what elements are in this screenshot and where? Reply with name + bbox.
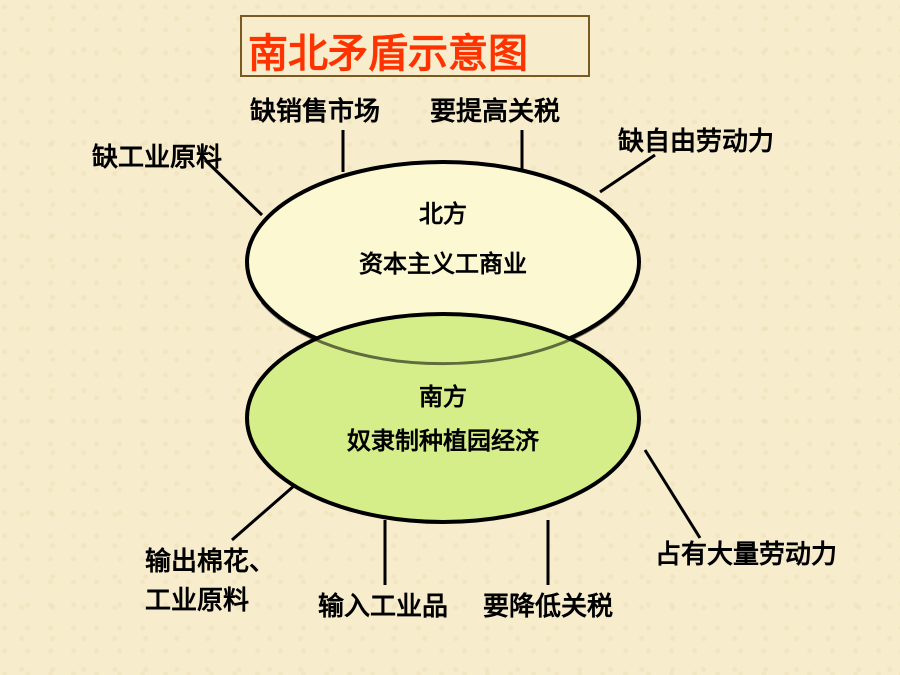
label-export-line1: 输出棉花、	[145, 547, 276, 577]
label-import-industrial: 输入工业品	[318, 592, 449, 622]
label-lack-markets: 缺销售市场	[250, 97, 381, 127]
connector-north-labor	[599, 153, 656, 194]
south-economy: 奴隶制种植园经济	[347, 427, 539, 455]
label-lack-raw-materials: 缺工业原料	[92, 143, 223, 173]
label-export-line2: 工业原料	[145, 586, 250, 616]
connector-export	[231, 483, 296, 542]
label-lower-tariff: 要降低关税	[483, 592, 614, 622]
title-box	[240, 15, 590, 77]
south-ellipse	[245, 312, 641, 524]
north-label: 北方	[419, 200, 467, 228]
label-lack-free-labor: 缺自由劳动力	[618, 127, 775, 157]
connector-raw-materials	[203, 158, 264, 217]
label-abundant-labor: 占有大量劳动力	[655, 540, 838, 570]
north-economy: 资本主义工商业	[359, 250, 527, 278]
south-label: 南方	[419, 383, 467, 411]
diagram-title: 南北矛盾示意图	[248, 31, 528, 77]
label-raise-tariff: 要提高关税	[430, 97, 561, 127]
connector-south-labor	[643, 449, 702, 539]
north-ellipse-overlap-arc	[260, 301, 626, 366]
